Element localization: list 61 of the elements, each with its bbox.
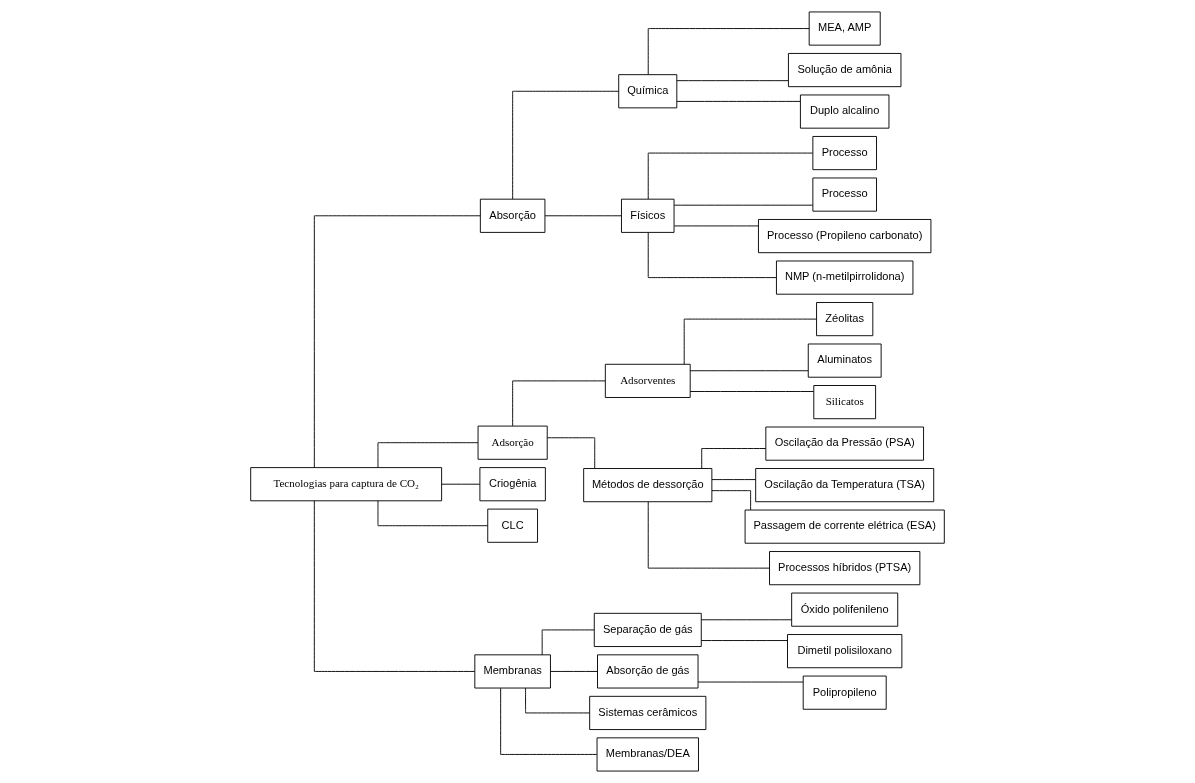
connector [711,490,752,511]
node-box: Tecnologias para captura de CO₂ [250,467,443,502]
connector [676,100,801,102]
node-box: Separação de gás [593,612,702,647]
connector [512,90,619,200]
node-box: Silicatos [813,385,877,420]
connector [500,687,598,755]
node-box: Adsorção [477,425,548,460]
connector [689,391,814,392]
node-box: Sistemas cerâmicos [589,695,707,730]
node-box: Polipropileno [802,675,887,710]
connector [689,370,809,372]
connector [700,619,792,621]
connector [547,437,596,469]
connector [377,442,479,468]
connector [512,380,606,427]
connector [647,28,810,75]
node-box: Adsorventes [604,363,691,398]
node-box: Processo (Propileno carbonato) [758,219,932,254]
node-box: Processo [812,177,877,212]
node-box: Solução de amônia [787,53,902,88]
connector [441,483,481,485]
node-box: Oscilação da Pressão (PSA) [765,426,924,461]
node-box: MEA, AMP [808,11,881,46]
node-box: Membranas [474,654,551,689]
connector [676,80,789,82]
node-box: Duplo alcalino [799,94,890,129]
connector [647,152,814,200]
node-box: CLC [487,508,538,543]
node-box: Absorção [479,198,546,233]
connector [673,204,814,206]
node-box: Membranas/DEA [596,737,699,772]
connector [541,629,595,656]
node-box: NMP (n-metilpirrolidona) [776,260,914,295]
node-box: Aluminatos [807,343,882,378]
connector [711,479,756,481]
connector [673,225,759,227]
connector [550,671,598,672]
connector [700,640,788,641]
connector [313,215,481,468]
node-box: Dimetil polisiloxano [787,634,903,669]
node-box: Zéolitas [816,302,874,337]
node-box: Óxido polifenileno [791,592,899,627]
node-box: Absorção de gás [597,654,699,689]
connector [647,232,777,279]
connector [683,318,817,365]
connector [697,681,804,683]
connector [647,501,770,569]
node-box: Criogênia [479,467,546,502]
connector [701,448,767,469]
node-box: Oscilação da Temperatura (TSA) [755,468,935,503]
node-box: Métodos de dessorção [583,468,713,503]
connector [544,215,622,217]
connector [525,687,590,714]
connector [313,500,476,672]
node-box: Química [618,74,678,109]
node-box: Processo [812,136,877,171]
node-box: Passagem de corrente elétrica (ESA) [744,509,945,544]
node-box: Processos híbridos (PTSA) [769,551,921,586]
connector [377,500,489,527]
node-box: Físicos [621,198,675,233]
